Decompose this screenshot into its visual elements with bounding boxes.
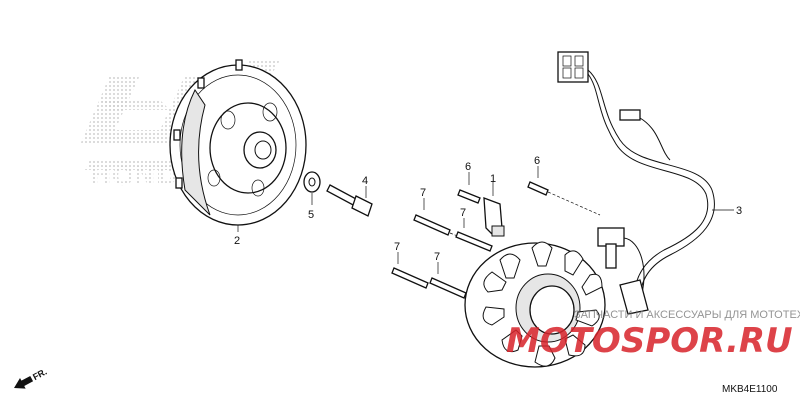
- callout-4: 4: [362, 175, 368, 187]
- callout-7d: 7: [434, 251, 440, 263]
- flywheel-bolt: [326, 184, 373, 217]
- callout-6a: 6: [465, 161, 471, 173]
- stator: [464, 241, 606, 368]
- callout-2: 2: [234, 235, 240, 247]
- watermark-logo: MOTOSPOR.RU: [506, 321, 793, 361]
- callout-6b: 6: [534, 155, 540, 167]
- callout-7b: 7: [460, 207, 466, 219]
- wire-clamp: [483, 197, 505, 237]
- bolt-6a: [457, 189, 481, 204]
- bolt-7b: [455, 231, 493, 252]
- callout-7a: 7: [420, 187, 426, 199]
- watermark-text: ЗАПЧАСТИ И АКСЕССУАРЫ ДЛЯ МОТОТЕХНИКИ: [574, 309, 800, 321]
- callout-5: 5: [308, 209, 314, 221]
- callout-1: 1: [490, 173, 496, 185]
- bolt-7d: [429, 277, 467, 299]
- front-marker-label: FR.: [31, 366, 48, 382]
- wiring-harness: [557, 51, 715, 315]
- callout-7c: 7: [394, 241, 400, 253]
- callout-3: 3: [736, 205, 742, 217]
- bolt-7c: [391, 267, 429, 289]
- diagram-code: MKB4E1100: [722, 384, 778, 395]
- flywheel: [169, 59, 307, 226]
- bolt-6b: [527, 181, 601, 216]
- front-direction-arrow: FR.: [14, 366, 49, 389]
- washer: [303, 171, 321, 193]
